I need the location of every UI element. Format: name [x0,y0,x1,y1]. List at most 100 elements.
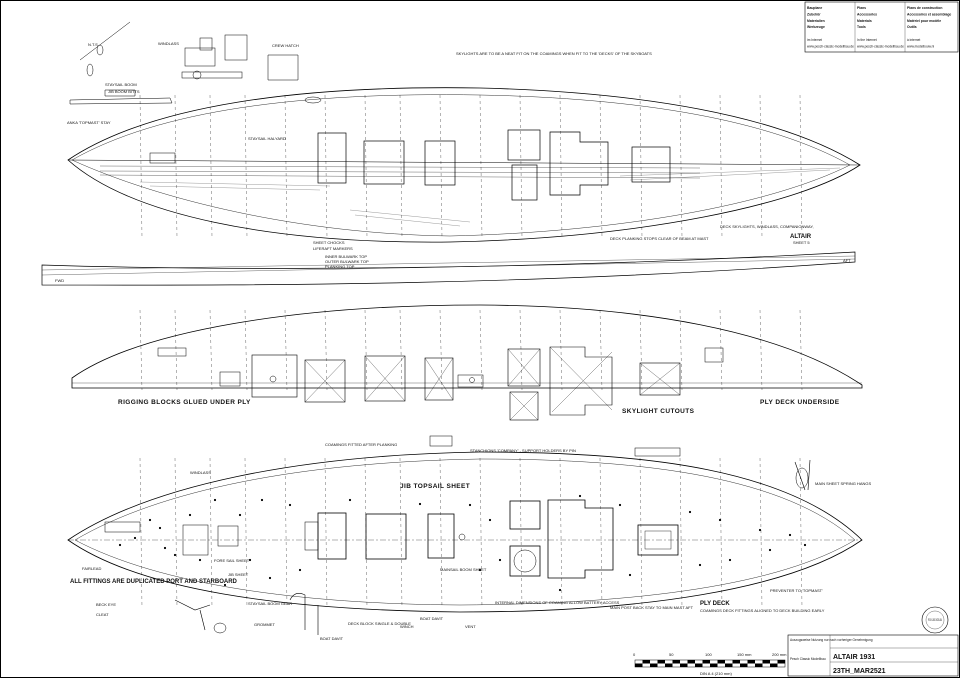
station-line [519,457,523,609]
cutout-6 [509,391,539,421]
cutout-5 [507,348,541,387]
deck-fitting [698,563,702,567]
scale-cell [717,660,725,664]
ply-deck-note: COAMINGS DECK FITTINGS ALIGNED TO DECK B… [700,608,825,613]
station-line [209,309,213,391]
station-line [399,457,403,609]
mainsail-sheet-label: MAINSAIL BOOM SHEET [440,567,487,572]
deck-fitting [288,503,292,507]
deck-fitting [158,526,162,530]
anchor-stay-label: ANKA 'TOPMAST' STAY [67,120,111,125]
deck-fitting [348,498,352,502]
station-line [559,457,563,609]
crew-hatch-label: CREW HATCH [272,43,299,48]
rigging-blocks-label: RIGGING BLOCKS GLUED UNDER PLY [118,399,251,406]
station-line [639,457,643,609]
station-line [759,309,763,391]
scale-tick-50: 50 [669,652,674,657]
footer-block: Auszugsweise Nutzung nur nach vorheriger… [787,606,959,677]
scale-cell [665,663,673,667]
deck-fitting [488,518,492,522]
station-line [174,309,178,391]
ply-deck-underside-view [71,304,863,421]
deck-fitting [418,502,422,506]
staysail-halyard-label: STAYSAIL HALYARD [248,136,286,141]
sheet-chocks-label: SHEET CHOCKS [313,240,345,245]
scale-cell [777,660,785,664]
deck-fitting [298,568,302,572]
station-line [679,309,683,391]
coaming-3 [427,513,455,559]
station-line [759,457,763,609]
station-line [599,309,603,391]
station-line [364,309,368,391]
cutout-8 [639,362,681,396]
scale-cell [680,663,688,667]
title-block-col2-1: Accessories [857,12,877,16]
title-block-col2-6[interactable]: www.pesch-classic-modellbau.de [857,44,904,48]
deck-fitting [803,543,807,547]
deck-fitting [728,558,732,562]
deck-fitting [248,558,252,562]
deck-fitting [148,518,152,522]
fittings-details [69,21,322,105]
fairlead-label: FAIRLEAD [82,566,101,571]
scale-cell [672,660,680,664]
deck-fitting [618,503,622,507]
title-block-col1-6[interactable]: www.pesch-classic-modellbau.de [807,44,854,48]
altair-label: ALTAIR [790,234,812,240]
footer-model: ALTAIR 1931 [833,654,875,661]
title-block-col2-5: In the Internet [857,38,877,42]
deck-fitting [173,553,177,557]
scale-cell [770,663,778,667]
deck-fitting [260,498,264,502]
station-line [479,309,483,391]
footer-notice: Auszugsweise Nutzung nur nach vorheriger… [790,638,873,642]
station-line [799,309,803,391]
internal-dims-note: INTERNAL DIMENSIONS OF COAMING ALLOW BAT… [495,600,620,605]
coaming-4 [509,500,541,530]
station-line [244,457,248,609]
jib-sheet-label: JIB SHEET [228,572,249,577]
sheet-number: SHEET 5 [793,240,810,245]
cutout-3 [364,355,406,402]
title-block-col3-3: Outils [907,25,917,29]
skylight-cutouts-label: SKYLIGHT CUTOUTS [622,408,695,415]
foresail-sheet-label: FORE SAIL SHEET [214,558,250,563]
title-block-col3-6[interactable]: www.modelbouw.nl [907,44,934,48]
skylight-5 [511,164,538,201]
coamings-label: COAMINGS FITTED AFTER PLANKING [325,442,397,447]
cutout-1 [251,354,298,398]
deck-fitting [788,533,792,537]
scale-tick-100: 100 [705,652,712,657]
main-boom-label: MAIN POST BACK STAY TO MAIN MAST AFT [610,605,694,610]
station-line [719,309,723,391]
station-line [174,457,178,609]
winch-label: WINCH [400,624,414,629]
title-block-col1-0: Bauplane [807,6,822,10]
station-line [324,309,328,391]
cutout-7 [549,346,613,416]
scale-cell [740,663,748,667]
ply-deck-outline [71,304,863,389]
station-line [439,309,443,391]
preventer-label: PREVENTER TO 'TOPMAST' [770,588,823,593]
station-line [479,457,483,609]
stanchions-label: STANCHIONS 'COMPANY' - SUPPORT HOLDERS B… [470,448,576,453]
deck-fitting [188,513,192,517]
grommet-label: GROMMET [254,622,275,627]
footer-company: Pesch Classic Modellbau [790,657,826,661]
scale-tick-150: 150 mm [737,652,752,657]
title-block-col3-1: Accessoires et assemblage [907,12,951,16]
scale-cell [732,660,740,664]
station-line [284,309,288,391]
bulwark-top-inner: INNER BULWARK TOP [325,254,367,259]
staysail-boom-label: STAYSAIL BOOM [105,82,137,87]
deck-fitting [558,588,562,592]
title-block-col1-1: Zubehör [807,12,821,16]
footer-code: 23TH_MAR2521 [833,668,886,675]
scale-cell [695,663,703,667]
skylight-3 [424,140,456,186]
station-line [639,309,643,391]
